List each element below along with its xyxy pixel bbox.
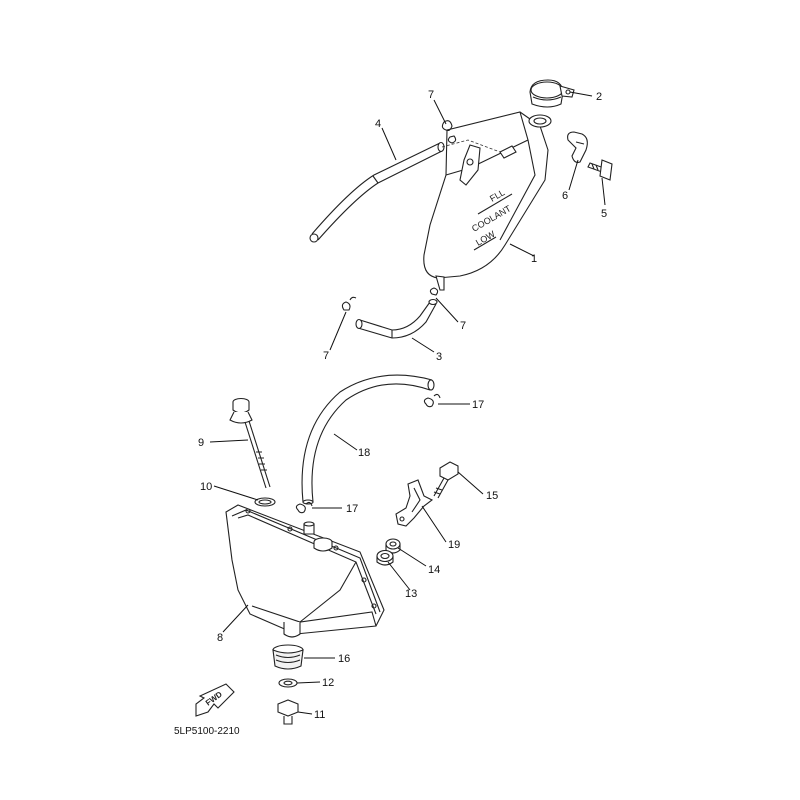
leader-lines xyxy=(209,91,606,715)
callout-4: 4 xyxy=(375,118,381,130)
callout-1: 1 xyxy=(531,253,537,265)
breather-hose xyxy=(301,374,435,505)
callout-5: 5 xyxy=(601,208,607,220)
hose-clip-17 xyxy=(295,393,441,514)
bolt-15 xyxy=(433,461,459,499)
callout-labels: 1 2 3 4 5 6 7 7 7 8 9 10 11 12 13 14 15 … xyxy=(198,89,607,721)
callout-2: 2 xyxy=(596,91,602,103)
grommet-13 xyxy=(376,549,394,566)
callout-17-top: 17 xyxy=(472,399,484,411)
dipstick xyxy=(229,397,271,489)
oil-tank xyxy=(225,504,385,638)
reservoir-cap xyxy=(529,79,575,108)
o-ring xyxy=(254,497,276,507)
forward-direction-arrow: FWD xyxy=(195,683,235,717)
washer xyxy=(278,678,298,688)
coolant-reservoir-tank: FLL COOLANT LOW xyxy=(423,111,552,291)
callout-10: 10 xyxy=(200,481,212,493)
callout-6: 6 xyxy=(562,190,568,202)
bracket xyxy=(395,479,434,527)
callout-7-top: 7 xyxy=(428,89,434,101)
callout-19: 19 xyxy=(448,539,460,551)
mounting-clamp xyxy=(567,131,588,163)
callout-11: 11 xyxy=(314,709,325,721)
hose-clip-7-upper xyxy=(441,120,457,144)
callout-14: 14 xyxy=(428,564,440,576)
callout-18: 18 xyxy=(358,447,370,459)
drain-bolt xyxy=(277,699,299,725)
callout-15: 15 xyxy=(486,490,498,502)
callout-12: 12 xyxy=(322,677,334,689)
diagram-code: 5LP5100-2210 xyxy=(174,726,240,737)
drain-adaptor xyxy=(272,644,304,670)
callout-7-right: 7 xyxy=(460,320,466,332)
callout-9: 9 xyxy=(198,437,204,449)
callout-8: 8 xyxy=(217,632,223,644)
overflow-hose xyxy=(309,141,445,243)
feed-hose xyxy=(355,298,438,339)
callout-13: 13 xyxy=(405,588,417,600)
callout-16: 16 xyxy=(338,653,350,665)
callout-17-bottom: 17 xyxy=(346,503,358,515)
bolt-5 xyxy=(587,159,613,181)
hose-clip-7-lower xyxy=(341,287,439,311)
callout-3: 3 xyxy=(436,351,442,363)
callout-7-left: 7 xyxy=(323,350,329,362)
